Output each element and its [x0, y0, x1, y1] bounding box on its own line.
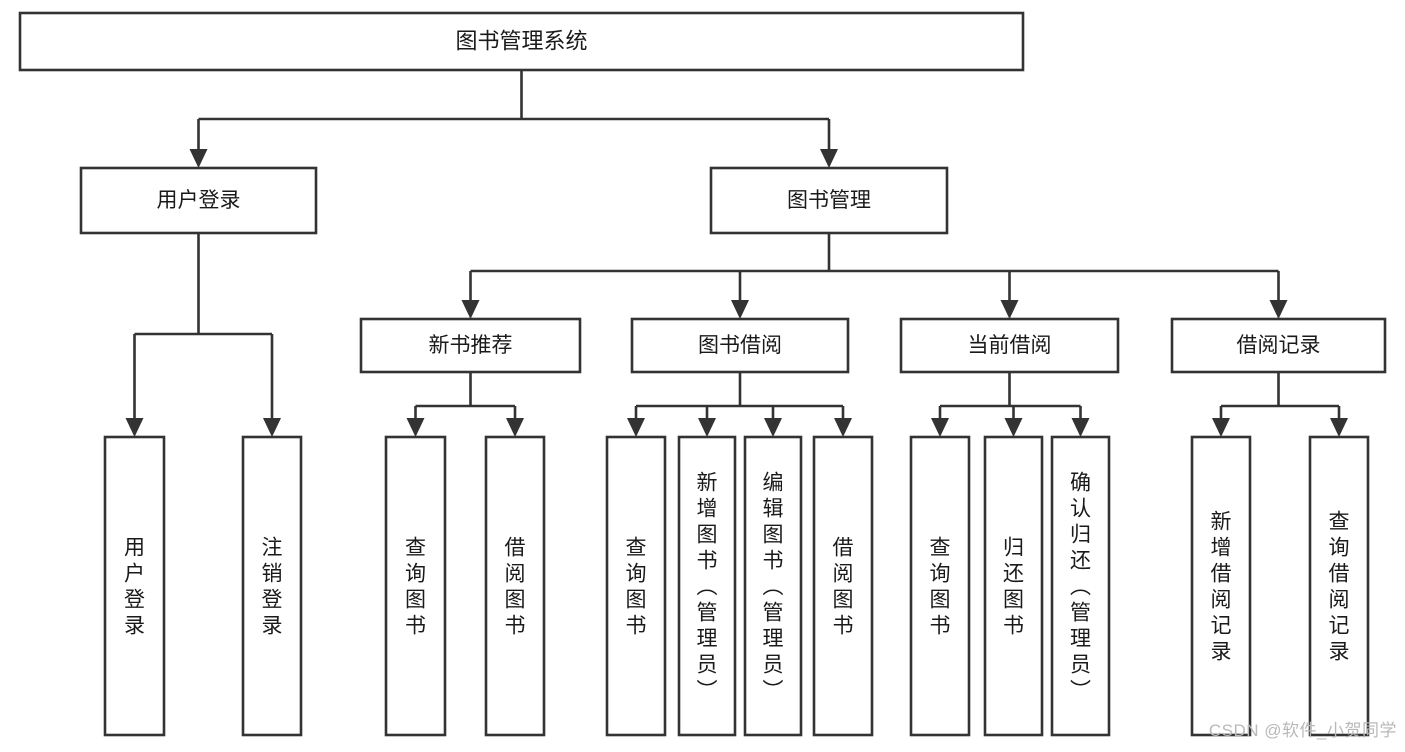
node-label: 归还图书 — [1003, 536, 1024, 637]
node-box — [605, 435, 667, 737]
node-label: 查询图书 — [930, 536, 951, 637]
node-leaf-user-login[interactable]: 用户登录 — [103, 435, 166, 737]
node-box — [241, 435, 303, 737]
node-new-book-rec[interactable]: 新书推荐 — [359, 317, 582, 374]
node-label: 图书借阅 — [698, 334, 782, 357]
node-leaf-logout[interactable]: 注销登录 — [241, 435, 303, 737]
node-leaf-query-book-2[interactable]: 查询图书 — [605, 435, 667, 737]
node-box — [484, 435, 546, 737]
node-user-login[interactable]: 用户登录 — [79, 166, 318, 235]
node-current-borrow[interactable]: 当前借阅 — [899, 317, 1120, 374]
node-box — [909, 435, 971, 737]
edges-layer — [125, 70, 1348, 437]
arrow-head-icon — [189, 149, 208, 168]
node-label: 当前借阅 — [968, 334, 1052, 357]
node-box — [1190, 435, 1252, 737]
nodes-layer: 图书管理系统用户登录图书管理新书推荐图书借阅当前借阅借阅记录用户登录注销登录查询… — [18, 11, 1387, 737]
node-box — [812, 435, 874, 737]
node-box — [677, 435, 737, 737]
node-label: 图书管理系统 — [455, 28, 587, 53]
node-box — [743, 435, 803, 737]
node-box — [103, 435, 166, 737]
node-borrow-record[interactable]: 借阅记录 — [1170, 317, 1387, 374]
arrow-head-icon — [698, 418, 716, 437]
node-leaf-query-record[interactable]: 查询借阅记录 — [1308, 435, 1370, 737]
arrow-head-icon — [1000, 300, 1019, 319]
node-label: 编辑图书︵管理员︶ — [763, 471, 784, 702]
node-box — [983, 435, 1044, 737]
node-box — [1050, 435, 1111, 737]
arrow-head-icon — [1071, 418, 1090, 437]
arrow-head-icon — [820, 149, 838, 168]
node-box — [709, 166, 949, 235]
node-box — [18, 11, 1025, 72]
node-label: 借阅记录 — [1237, 334, 1321, 357]
arrow-head-icon — [764, 418, 782, 437]
node-leaf-query-book-1[interactable]: 查询图书 — [384, 435, 447, 737]
node-label: 图书管理 — [787, 189, 871, 212]
node-label: 借阅图书 — [505, 536, 526, 637]
node-leaf-borrow-book-2[interactable]: 借阅图书 — [812, 435, 874, 737]
arrow-head-icon — [1269, 300, 1288, 319]
node-label: 新增借阅记录 — [1211, 510, 1232, 663]
node-box — [899, 317, 1120, 374]
arrow-head-icon — [931, 418, 949, 437]
node-leaf-confirm-return[interactable]: 确认归还︵管理员︶ — [1050, 435, 1111, 737]
node-label: 查询图书 — [626, 536, 647, 637]
node-leaf-add-book[interactable]: 新增图书︵管理员︶ — [677, 435, 737, 737]
node-box — [384, 435, 447, 737]
node-label: 查询图书 — [405, 536, 426, 637]
node-root[interactable]: 图书管理系统 — [18, 11, 1025, 72]
watermark-text: CSDN @软件_小贺同学 — [1208, 721, 1397, 740]
node-box — [359, 317, 582, 374]
node-label: 用户登录 — [124, 536, 145, 637]
node-label: 确认归还︵管理员︶ — [1070, 471, 1091, 702]
node-leaf-borrow-book-1[interactable]: 借阅图书 — [484, 435, 546, 737]
node-label: 查询借阅记录 — [1329, 510, 1350, 663]
node-box — [1170, 317, 1387, 374]
arrow-head-icon — [731, 300, 749, 319]
node-label: 注销登录 — [262, 536, 283, 637]
arrow-head-icon — [406, 418, 425, 437]
node-book-borrow[interactable]: 图书借阅 — [630, 317, 850, 374]
node-box — [630, 317, 850, 374]
node-label: 用户登录 — [157, 189, 241, 212]
node-book-mgmt[interactable]: 图书管理 — [709, 166, 949, 235]
node-box — [1308, 435, 1370, 737]
arrow-head-icon — [263, 418, 281, 437]
arrow-head-icon — [461, 300, 480, 319]
node-leaf-edit-book[interactable]: 编辑图书︵管理员︶ — [743, 435, 803, 737]
arrow-head-icon — [506, 418, 524, 437]
node-box — [79, 166, 318, 235]
arrow-head-icon — [1212, 418, 1230, 437]
arrow-head-icon — [125, 418, 144, 437]
arrow-head-icon — [1004, 418, 1023, 437]
node-leaf-return-book[interactable]: 归还图书 — [983, 435, 1044, 737]
node-label: 新书推荐 — [429, 334, 513, 357]
node-leaf-add-record[interactable]: 新增借阅记录 — [1190, 435, 1252, 737]
arrow-head-icon — [834, 418, 852, 437]
arrow-head-icon — [1330, 418, 1348, 437]
node-leaf-query-book-3[interactable]: 查询图书 — [909, 435, 971, 737]
arrow-head-icon — [627, 418, 645, 437]
node-label: 新增图书︵管理员︶ — [697, 471, 718, 702]
node-label: 借阅图书 — [833, 536, 854, 637]
